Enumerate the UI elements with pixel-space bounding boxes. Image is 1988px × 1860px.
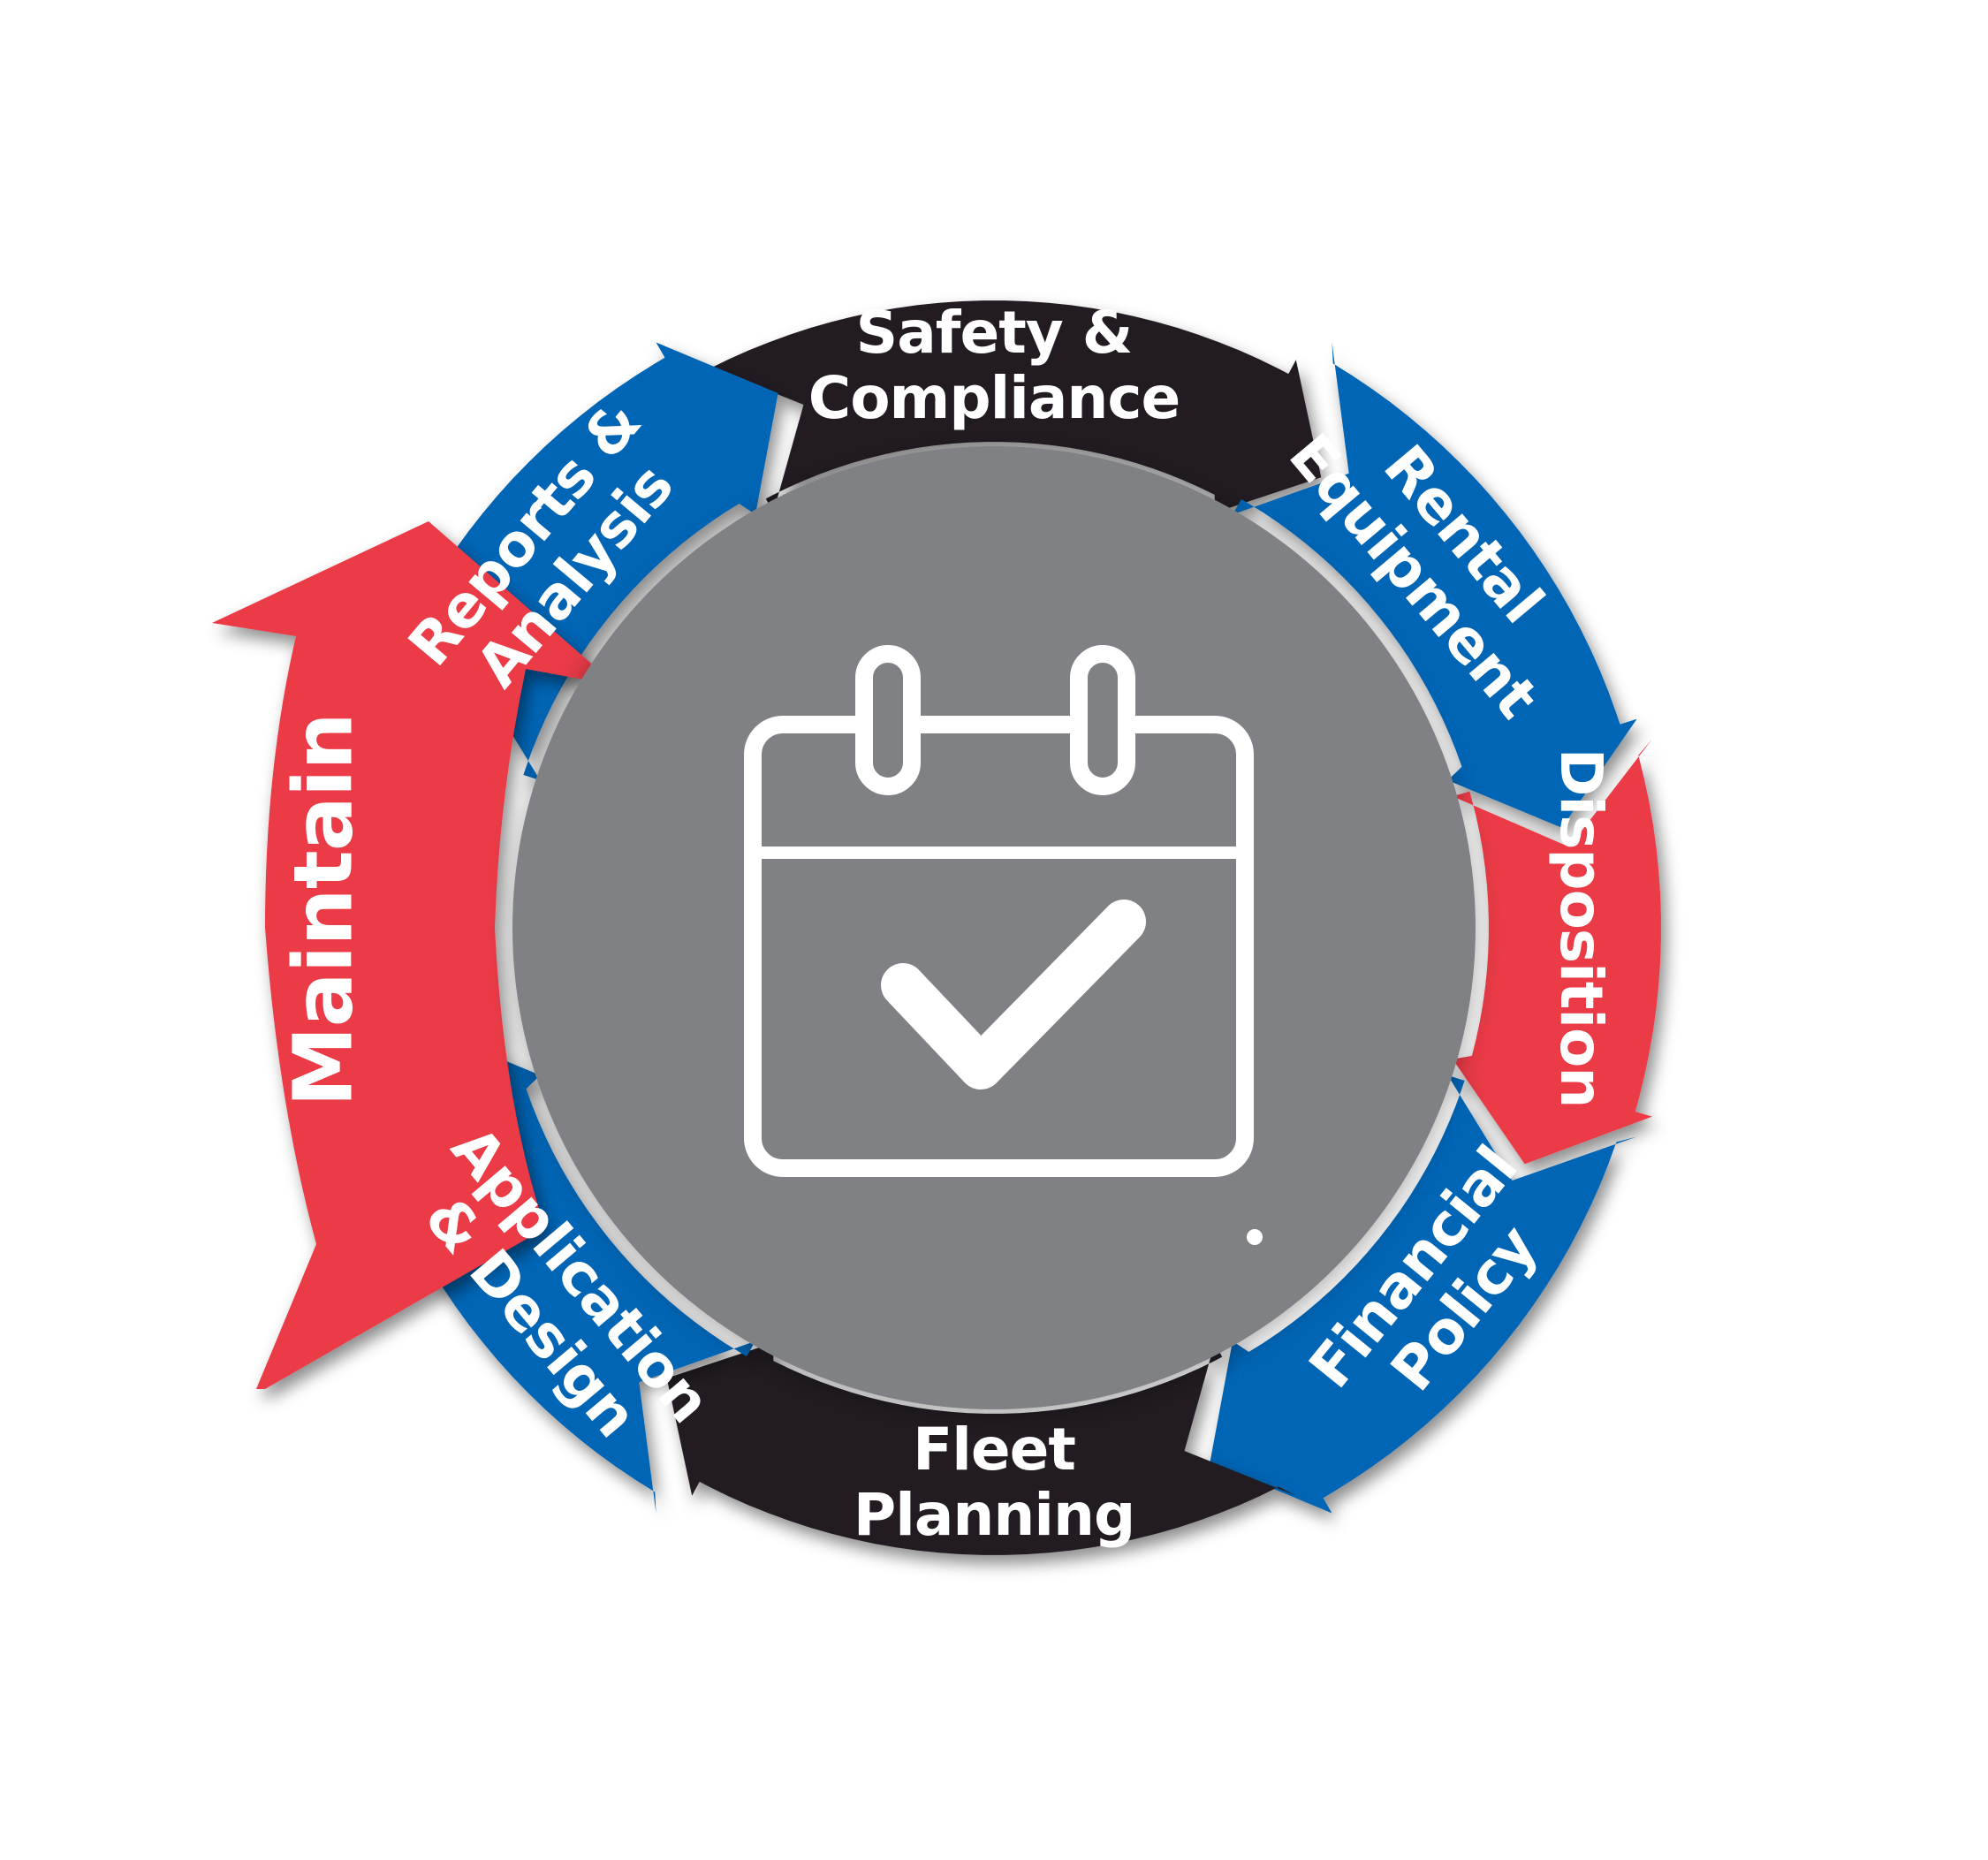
financial-policy-segment (1210, 1074, 1637, 1514)
fleet-planning-label-line: Fleet (913, 1416, 1075, 1484)
fleet-planning-segment (666, 1342, 1296, 1555)
fleet-planning-label-line: Planning (854, 1481, 1134, 1549)
safety-compliance-segment (692, 300, 1322, 513)
rental-equipment-segment (1233, 342, 1637, 828)
safety-compliance-label-line: Safety & (856, 299, 1133, 367)
dot-marker (1247, 1229, 1263, 1245)
center-hub (512, 446, 1476, 1409)
disposition-label: Disposition (1547, 748, 1615, 1108)
safety-compliance-label: Safety &Compliance (808, 299, 1180, 432)
maintain-layer (212, 521, 617, 1389)
ring-layer (351, 300, 1661, 1555)
disposition-segment (1453, 739, 1661, 1165)
maintain-label: Maintain (276, 713, 370, 1107)
safety-compliance-label-line: Compliance (808, 364, 1180, 432)
maintain-segment (212, 521, 617, 1389)
disposition-label-line: Disposition (1547, 748, 1615, 1108)
calendar-check-icon (744, 645, 1254, 1177)
